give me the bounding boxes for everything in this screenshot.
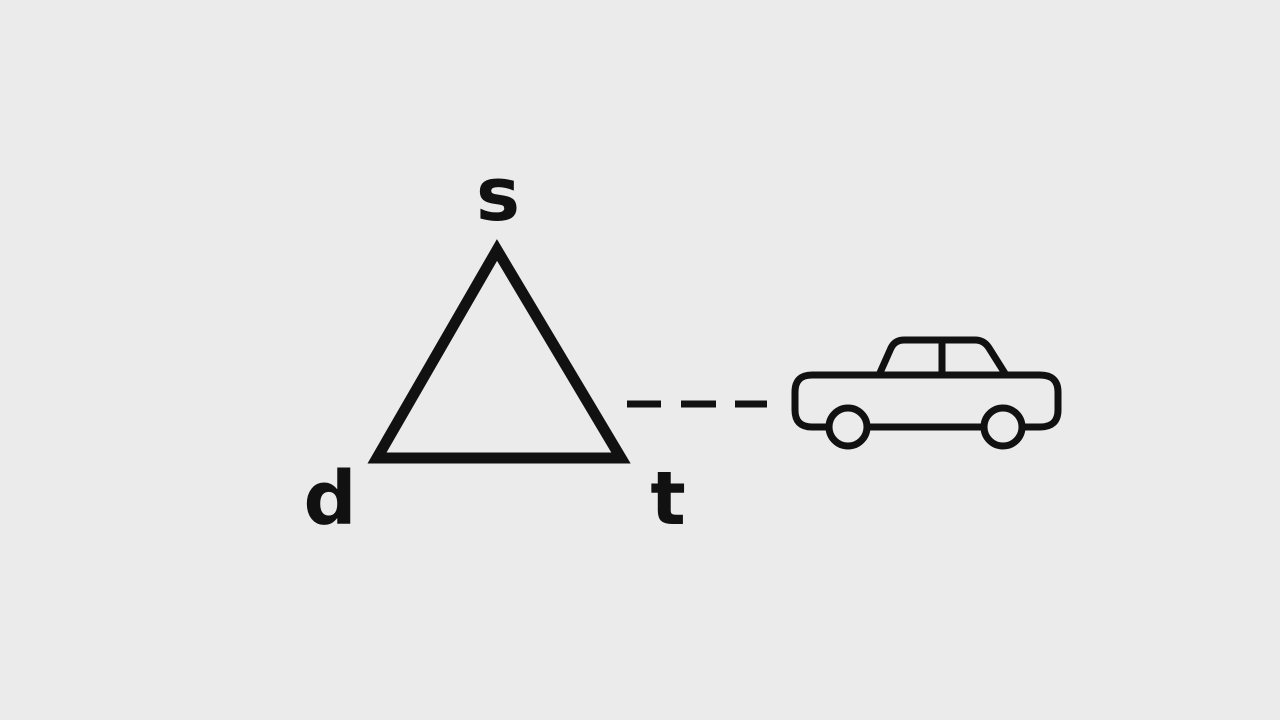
car-rear-wheel: [980, 404, 1026, 450]
label-t: t: [650, 456, 685, 542]
car-front-wheel: [825, 404, 871, 450]
triangle-icon: [367, 239, 631, 464]
label-d: d: [304, 456, 357, 542]
car-body: [791, 371, 1062, 431]
car-icon: [791, 336, 1062, 450]
label-s: s: [476, 152, 520, 238]
